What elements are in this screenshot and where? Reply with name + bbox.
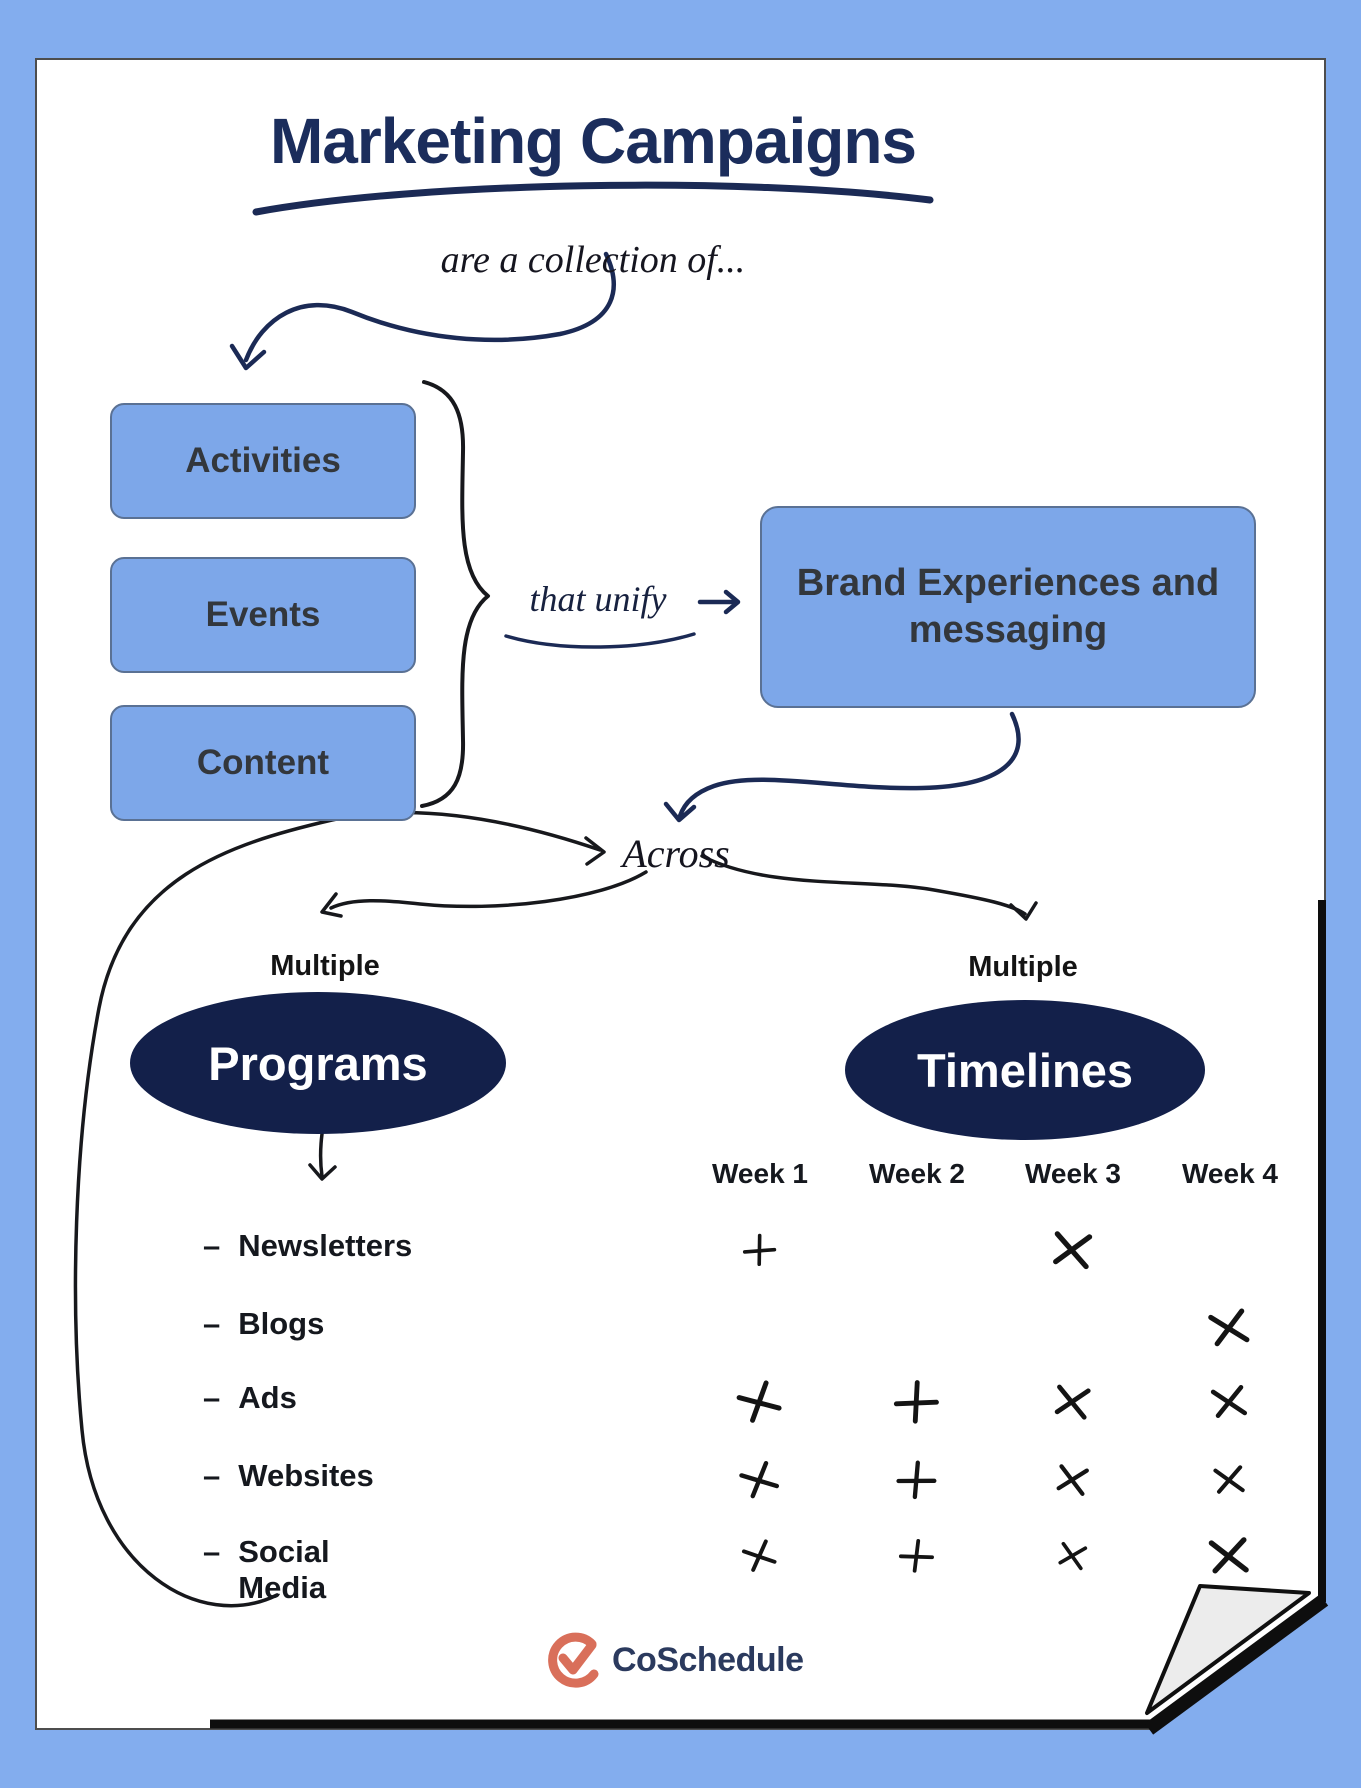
- dash-bullet: –: [203, 1228, 221, 1263]
- collection-box-events: Events: [110, 557, 416, 673]
- collection-box-label: Events: [205, 595, 321, 634]
- dash-bullet: –: [203, 1458, 221, 1493]
- collection-box-content: Content: [110, 705, 416, 821]
- brand-experiences-box: Brand Experiences and messaging: [760, 506, 1256, 708]
- coschedule-wordmark: CoSchedule: [612, 1641, 804, 1679]
- program-label: Social Media: [238, 1534, 330, 1605]
- timelines-ellipse: Timelines: [845, 1000, 1205, 1140]
- page-subtitle: are a collection of...: [440, 239, 746, 281]
- list-item: –Newsletters: [203, 1228, 412, 1264]
- program-label: Blogs: [238, 1306, 325, 1341]
- dash-bullet: –: [203, 1306, 221, 1341]
- program-label: Ads: [238, 1380, 297, 1415]
- week-header: Week 4: [1182, 1158, 1278, 1189]
- timelines-title: Timelines: [917, 1043, 1133, 1097]
- list-item: –Ads: [203, 1380, 297, 1416]
- list-item: –Blogs: [203, 1306, 324, 1342]
- brand-box-label: Brand Experiences and messaging: [796, 561, 1220, 652]
- list-item: –Social Media: [203, 1534, 330, 1606]
- page-title: Marketing Campaigns: [269, 105, 917, 177]
- week-header: Week 2: [869, 1158, 965, 1189]
- collection-box-label: Content: [196, 743, 330, 782]
- that-unify-label: that unify: [529, 579, 667, 619]
- across-label: Across: [622, 831, 730, 876]
- programs-qualifier: Multiple: [270, 950, 380, 982]
- week-header: Week 1: [712, 1158, 808, 1189]
- programs-title: Programs: [208, 1036, 428, 1090]
- dash-bullet: –: [203, 1380, 221, 1415]
- program-label: Websites: [238, 1458, 374, 1493]
- week-header: Week 3: [1025, 1158, 1121, 1189]
- collection-box-label: Activities: [185, 441, 341, 480]
- collection-box-activities: Activities: [110, 403, 416, 519]
- dash-bullet: –: [203, 1534, 221, 1569]
- programs-ellipse: Programs: [130, 992, 506, 1134]
- list-item: –Websites: [203, 1458, 374, 1494]
- timelines-qualifier: Multiple: [968, 951, 1078, 983]
- program-label: Newsletters: [238, 1228, 413, 1263]
